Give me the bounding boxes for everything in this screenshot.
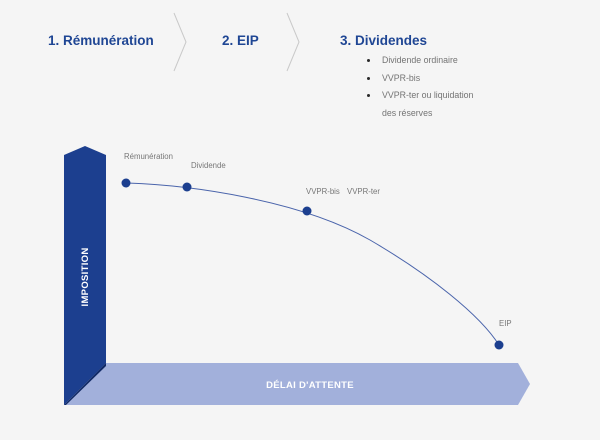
tax-curve	[125, 182, 500, 346]
dividend-options-list: Dividende ordinaire VVPR-bis VVPR-ter ou…	[367, 52, 473, 122]
bullet-icon	[367, 59, 370, 62]
step-eip: 2. EIP	[222, 33, 259, 48]
step-remuneration: 1. Rémunération	[48, 33, 154, 48]
point-eip	[494, 340, 504, 350]
label-eip: EIP	[499, 319, 512, 328]
list-item: VVPR-bis	[367, 70, 473, 88]
list-item: Dividende ordinaire	[367, 52, 473, 70]
label-vvpr-ter: VVPR-ter	[347, 187, 380, 196]
chevron-right-icon	[286, 12, 300, 72]
label-dividende: Dividende	[191, 161, 226, 170]
y-axis-label: IMPOSITION	[80, 248, 91, 307]
label-remuneration: Rémunération	[124, 152, 173, 161]
x-axis-arrow	[66, 363, 530, 405]
point-remuneration	[121, 178, 131, 188]
bullet-icon	[367, 76, 370, 80]
axis-corner-shadow	[64, 363, 106, 405]
step-dividendes: 3. Dividendes	[340, 33, 428, 48]
point-dividende	[182, 182, 192, 192]
bullet-icon	[367, 94, 370, 97]
x-axis-label: DÉLAI D'ATTENTE	[266, 380, 354, 391]
y-axis-arrow	[64, 146, 106, 405]
point-vvpr	[302, 206, 312, 216]
label-vvpr-bis: VVPR-bis	[306, 187, 340, 196]
chevron-right-icon	[173, 12, 187, 72]
